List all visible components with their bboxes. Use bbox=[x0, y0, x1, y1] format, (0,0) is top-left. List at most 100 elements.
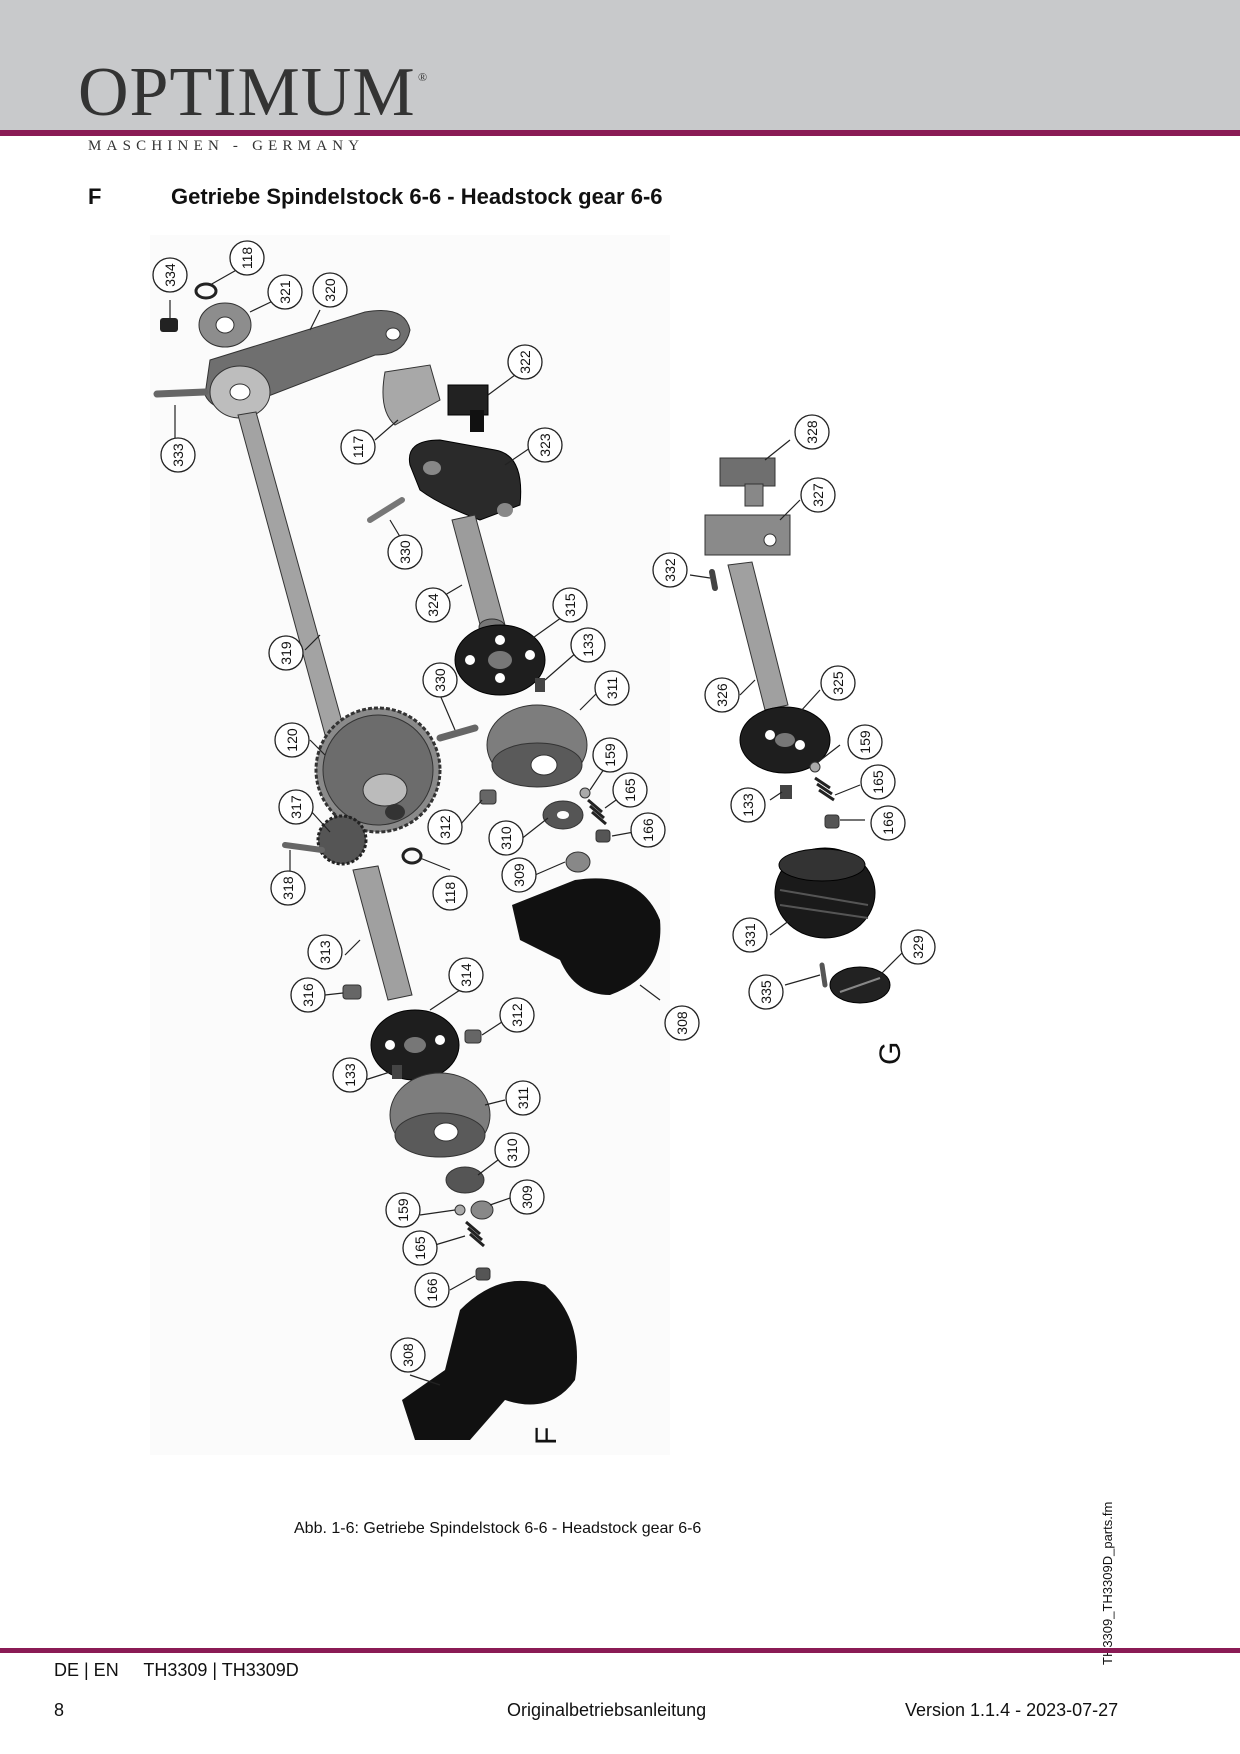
part-pin-318 bbox=[282, 842, 325, 853]
part-collar-hole bbox=[215, 316, 235, 334]
part-pin-333 bbox=[153, 388, 209, 398]
svg-text:335: 335 bbox=[758, 980, 774, 1004]
svg-text:159: 159 bbox=[602, 743, 618, 767]
part-screw-133b bbox=[392, 1065, 402, 1079]
callout-310: 310 bbox=[488, 820, 524, 856]
registered-mark: ® bbox=[418, 70, 428, 84]
callouts-group-f: 334 118 321 320 322 333 117 323 330 324 … bbox=[152, 240, 700, 1373]
callout-320: 320 bbox=[312, 272, 348, 308]
part-spring-165b bbox=[465, 1220, 485, 1248]
part-shaft-313 bbox=[352, 865, 413, 1001]
svg-text:317: 317 bbox=[288, 795, 304, 819]
header-accent-line bbox=[0, 130, 1240, 136]
svg-text:333: 333 bbox=[170, 443, 186, 467]
svg-text:324: 324 bbox=[425, 593, 441, 617]
callouts-group-g: 328 327 332 326 325 159 133 165 166 331 … bbox=[652, 414, 936, 1010]
callout-324: 324 bbox=[415, 587, 451, 623]
part-slider-stud bbox=[470, 410, 484, 432]
footer-version: Version 1.1.4 - 2023-07-27 bbox=[905, 1700, 1119, 1720]
svg-text:308: 308 bbox=[400, 1343, 416, 1367]
svg-text:118: 118 bbox=[442, 882, 458, 905]
svg-text:334: 334 bbox=[162, 263, 178, 287]
callout-319: 319 bbox=[268, 635, 304, 671]
part-ball-159 bbox=[579, 787, 591, 799]
footer-accent-line bbox=[0, 1648, 1240, 1653]
part-circlip bbox=[194, 282, 218, 300]
part-bolt-309 bbox=[565, 851, 591, 873]
callout-118: 118 bbox=[229, 240, 265, 276]
callout-315: 315 bbox=[552, 587, 588, 623]
svg-text:325: 325 bbox=[830, 671, 846, 695]
section-title: Getriebe Spindelstock 6-6 - Headstock ge… bbox=[171, 184, 663, 209]
callout-159g: 159 bbox=[847, 724, 883, 760]
group-label-g: G bbox=[874, 1042, 907, 1065]
svg-text:159: 159 bbox=[857, 730, 873, 754]
callout-166: 166 bbox=[630, 812, 666, 848]
svg-text:311: 311 bbox=[515, 1087, 531, 1110]
svg-text:329: 329 bbox=[910, 935, 926, 959]
side-filename: TH3309_TH3309D_parts.fm bbox=[1100, 1501, 1115, 1665]
svg-text:165: 165 bbox=[622, 778, 638, 802]
callout-133: 133 bbox=[570, 627, 606, 663]
svg-text:311: 311 bbox=[604, 677, 620, 700]
callout-316: 316 bbox=[290, 977, 326, 1013]
part-screw-166b bbox=[475, 1267, 491, 1281]
callout-166b: 166 bbox=[414, 1272, 450, 1308]
diagram-background bbox=[150, 235, 670, 1455]
part-pin-332 bbox=[709, 569, 718, 591]
svg-text:133: 133 bbox=[580, 633, 596, 657]
svg-text:331: 331 bbox=[742, 923, 758, 947]
callout-159b: 159 bbox=[385, 1192, 421, 1228]
callout-312b: 312 bbox=[499, 997, 535, 1033]
svg-text:318: 318 bbox=[280, 876, 296, 900]
callout-323: 323 bbox=[527, 427, 563, 463]
callout-313: 313 bbox=[307, 934, 343, 970]
callout-335: 335 bbox=[748, 974, 784, 1010]
group-label-f: F bbox=[530, 1427, 563, 1445]
svg-text:319: 319 bbox=[278, 641, 294, 665]
part-grub-screw bbox=[160, 318, 178, 332]
part-block-328 bbox=[719, 457, 776, 487]
part-fork-block bbox=[382, 364, 441, 426]
callout-118b: 118 bbox=[432, 875, 468, 911]
svg-text:166: 166 bbox=[424, 1278, 440, 1302]
callout-165: 165 bbox=[612, 772, 648, 808]
callout-330: 330 bbox=[387, 534, 423, 570]
callout-308: 308 bbox=[390, 1337, 426, 1373]
part-ball-159b bbox=[454, 1204, 466, 1216]
callout-331: 331 bbox=[732, 917, 768, 953]
callout-321: 321 bbox=[267, 274, 303, 310]
brand-logo: OPTIMUM bbox=[78, 54, 416, 131]
svg-text:133: 133 bbox=[740, 793, 756, 817]
svg-text:321: 321 bbox=[277, 280, 293, 304]
header-band bbox=[0, 0, 1240, 130]
callout-165g: 165 bbox=[860, 764, 896, 800]
svg-text:316: 316 bbox=[300, 983, 316, 1007]
part-pin-330 bbox=[367, 497, 405, 523]
callout-308-upper: 308 bbox=[664, 1005, 700, 1041]
svg-text:322: 322 bbox=[517, 350, 533, 374]
callout-322: 322 bbox=[507, 344, 543, 380]
part-bolt-309b bbox=[470, 1200, 494, 1220]
svg-text:118: 118 bbox=[239, 247, 255, 270]
callout-165b: 165 bbox=[402, 1230, 438, 1266]
svg-text:165: 165 bbox=[870, 770, 886, 794]
callout-314: 314 bbox=[448, 957, 484, 993]
callout-327: 327 bbox=[800, 477, 836, 513]
svg-text:166: 166 bbox=[640, 818, 656, 842]
part-screw-166 bbox=[595, 829, 611, 843]
part-block-327 bbox=[704, 514, 791, 556]
callout-311: 311 bbox=[594, 670, 630, 706]
footer-doc-type: Originalbetriebsanleitung bbox=[507, 1700, 707, 1720]
callout-334: 334 bbox=[152, 257, 188, 293]
svg-text:310: 310 bbox=[498, 826, 514, 850]
callout-133g: 133 bbox=[730, 787, 766, 823]
leader-lines bbox=[169, 267, 906, 1386]
svg-text:328: 328 bbox=[804, 420, 820, 444]
svg-text:314: 314 bbox=[458, 963, 474, 987]
svg-text:309: 309 bbox=[519, 1185, 535, 1209]
part-screw-166g bbox=[824, 814, 840, 829]
callout-311b: 311 bbox=[505, 1080, 541, 1116]
part-key-316 bbox=[342, 984, 362, 1000]
callout-117: 117 bbox=[340, 429, 376, 465]
